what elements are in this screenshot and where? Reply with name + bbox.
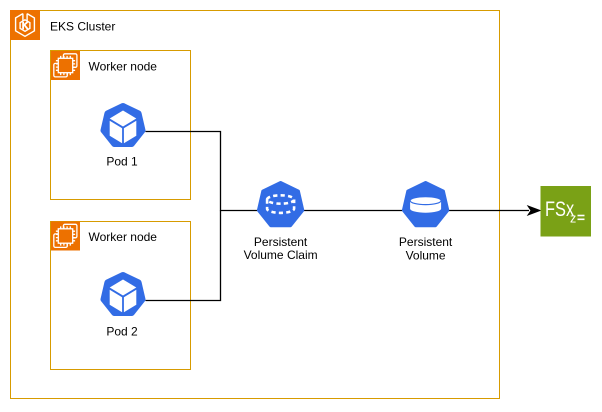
svg-text:Worker node: Worker node [89,230,158,244]
svg-text:Volume Claim: Volume Claim [244,248,318,262]
svg-text:EKS Cluster: EKS Cluster [50,20,115,34]
svg-text:Volume: Volume [406,248,446,262]
svg-text:Persistent: Persistent [399,235,453,249]
svg-text:FSx: FSx [545,197,575,220]
svg-text:Pod 2: Pod 2 [106,325,138,339]
svg-text:Worker node: Worker node [89,59,158,73]
svg-text:Pod 1: Pod 1 [106,155,138,169]
svg-text:Persistent: Persistent [254,235,308,249]
svg-text:z: z [570,211,576,225]
